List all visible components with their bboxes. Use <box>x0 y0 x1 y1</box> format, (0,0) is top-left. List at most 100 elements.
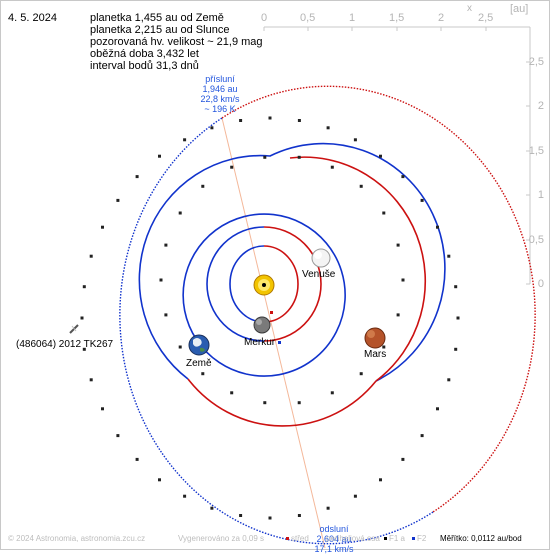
asteroid-interval-point <box>268 116 272 120</box>
asteroid-interval-point <box>268 516 272 520</box>
mars-interval-points <box>159 155 405 405</box>
asteroid-interval-point <box>401 457 405 461</box>
sun-distance-line: planetka 2,215 au od Slunce <box>90 24 230 36</box>
asteroid-interval-point <box>89 378 93 382</box>
aphelion-title: odsluní <box>319 524 349 534</box>
asteroid-interval-point <box>116 434 120 438</box>
legend-f1: F1 a <box>382 534 405 543</box>
asteroid-label: (486064) 2012 TK267 <box>16 339 114 350</box>
f1-swatch <box>384 537 387 541</box>
focus-f2-mark <box>278 341 281 344</box>
perihelion-distance: 1,946 au <box>202 84 238 94</box>
asteroid-interval-point <box>183 138 187 142</box>
x-tick-0-5: 0,5 <box>300 12 316 24</box>
asteroid-interval-point <box>239 119 243 122</box>
mars-interval-point <box>401 278 405 282</box>
orbit-center-mark <box>270 311 273 314</box>
asteroid-interval-point <box>353 494 357 498</box>
mars-interval-point <box>178 211 182 215</box>
mars-interval-point <box>178 345 182 349</box>
asteroid-interval-point <box>447 378 451 382</box>
venus-label: Venuše <box>302 269 336 280</box>
asteroid-interval-point <box>210 126 214 130</box>
mars-interval-point <box>330 165 334 169</box>
generated-text: Vygenerováno za 0,09 s <box>178 534 264 543</box>
asteroid-interval-point <box>135 175 139 179</box>
asteroid-orbit <box>119 85 536 545</box>
mars-interval-point <box>396 313 400 317</box>
asteroid-interval-point <box>454 347 458 351</box>
mars-interval-point <box>263 155 267 159</box>
y-tick-1-5: 1,5 <box>528 145 544 157</box>
mars-interval-point <box>230 165 234 169</box>
apsidal-line <box>221 117 326 549</box>
asteroid-interval-point <box>239 514 243 517</box>
asteroid-interval-point <box>297 119 301 122</box>
legend-f2: F2 <box>410 534 426 543</box>
x-tick-2-5: 2,5 <box>478 12 494 24</box>
asteroid-interval-point <box>82 347 86 351</box>
asteroid-interval-point <box>101 407 104 411</box>
asteroid-interval-point <box>80 316 84 320</box>
mars-interval-point <box>201 372 205 376</box>
earth-distance-line: planetka 1,455 au od Země <box>90 12 224 24</box>
asteroid-interval-point <box>447 254 451 258</box>
asteroid-interval-point <box>401 175 405 179</box>
legend-f2-label: F2 <box>417 534 427 543</box>
legend-center: střed <box>284 534 309 543</box>
copyright-text: © 2024 Astronomia, astronomia.zcu.cz <box>8 534 146 543</box>
x-tick-0: 0 <box>261 12 268 24</box>
asteroid-interval-point <box>436 407 439 411</box>
asteroid-interval-point <box>101 225 104 229</box>
asteroid-marker <box>69 324 79 334</box>
venus-planet <box>311 248 331 268</box>
asteroid-interval-point <box>297 514 301 517</box>
x-tick-2: 2 <box>438 12 445 24</box>
asteroid-interval-point <box>135 457 139 461</box>
info-block: planetka 1,455 au od Země planetka 2,215… <box>90 12 263 72</box>
earth-planet <box>188 334 210 356</box>
legend-axis-label: periheliová osa <box>326 534 380 543</box>
mars-interval-point <box>263 401 267 405</box>
mars-label: Mars <box>364 349 387 360</box>
aphelion-speed: 17,1 km/s <box>314 544 354 554</box>
mars-interval-point <box>297 155 301 159</box>
aphelion-annotation: odsluní 2,604 au 17,1 km/s <box>306 524 362 554</box>
period-line: oběžná doba 3,432 let <box>90 48 199 60</box>
legend-f1-label: F1 a <box>389 534 406 543</box>
y-tick-0-5: 0,5 <box>528 234 544 246</box>
asteroid-interval-point <box>420 434 424 438</box>
mars-interval-point <box>359 184 363 188</box>
perihelion-speed: 22,8 km/s <box>200 94 240 104</box>
mars-interval-point <box>297 401 301 405</box>
asteroid-interval-point <box>116 198 120 202</box>
mars-interval-point <box>201 184 205 188</box>
mercury-label: Merkur <box>244 337 276 348</box>
y-tick-2: 2 <box>537 100 544 112</box>
mars-planet <box>364 327 386 349</box>
asteroid-interval-point <box>456 316 460 320</box>
mars-interval-point <box>164 243 168 247</box>
mars-interval-point <box>382 211 386 215</box>
scale-axes <box>263 26 531 285</box>
date-label: 4. 5. 2024 <box>8 12 57 24</box>
mars-interval-point <box>382 345 386 349</box>
x-tick-1: 1 <box>349 12 356 24</box>
mars-interval-point <box>330 391 334 395</box>
asteroid-interval-point <box>89 254 93 258</box>
legend-axis: periheliová osa <box>326 534 380 543</box>
axis-unit-label: [au] <box>510 3 529 15</box>
mars-interval-point <box>359 372 363 376</box>
asteroid-interval-point <box>326 126 330 130</box>
perihelion-temperature: ~ 196 K <box>204 104 236 114</box>
asteroid-interval-point <box>158 478 161 482</box>
f2-swatch <box>412 537 415 541</box>
asteroid-interval-point <box>353 138 357 142</box>
asteroid-interval-point <box>326 506 330 510</box>
interval-line: interval bodů 31,3 dnů <box>90 60 199 72</box>
y-tick-0: 0 <box>537 278 544 290</box>
y-tick-1: 1 <box>537 189 544 201</box>
asteroid-interval-point <box>379 478 382 482</box>
y-tick-2-5: 2,5 <box>528 56 544 68</box>
sun <box>253 274 275 296</box>
